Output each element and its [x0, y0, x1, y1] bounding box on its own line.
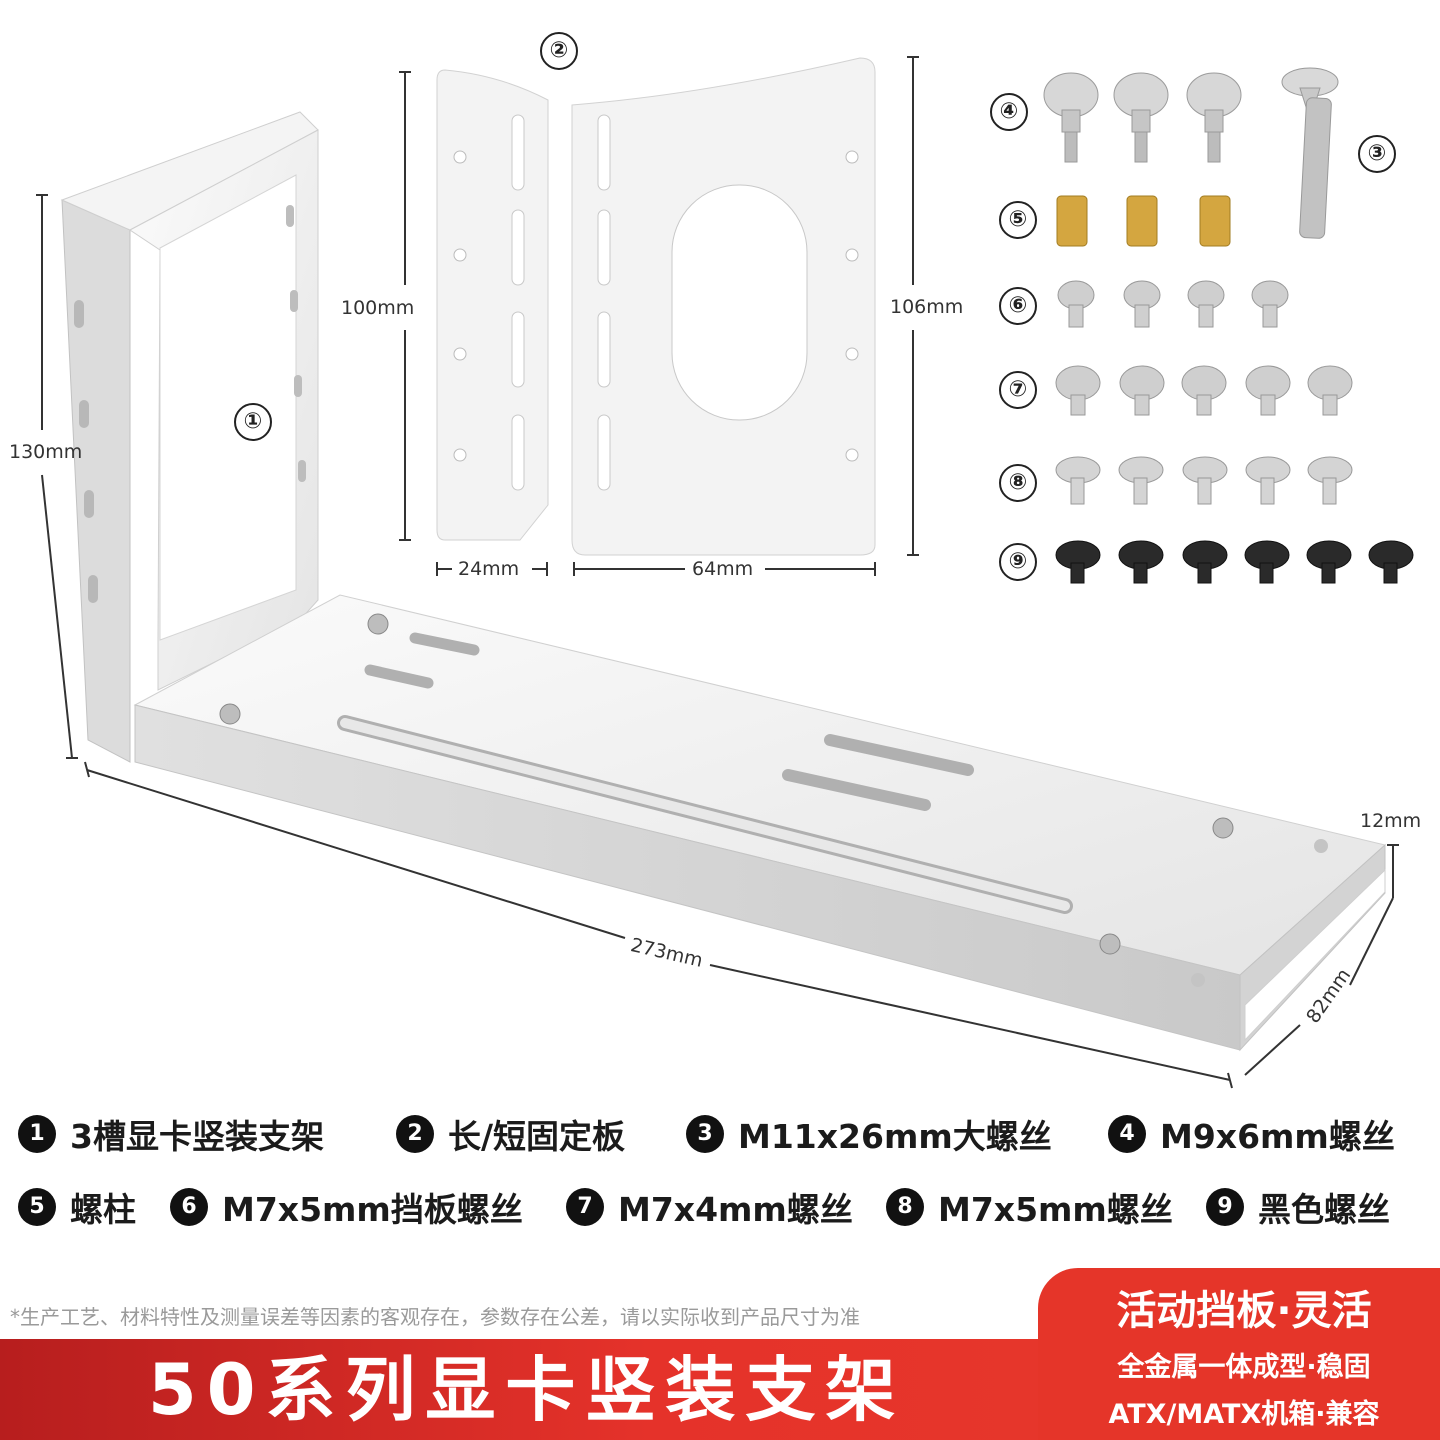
legend-number: 4 — [1108, 1115, 1146, 1153]
callout-9: ⑨ — [999, 543, 1037, 581]
feature-line-1: 活动挡板·灵活 — [1116, 1288, 1372, 1334]
legend-item-6: 6 M7x5mm挡板螺丝 — [170, 1183, 523, 1231]
short-plate-width-label: 64mm — [692, 558, 754, 580]
legend-number: 2 — [396, 1115, 434, 1153]
legend-number: 6 — [170, 1188, 208, 1226]
fixing-plates — [436, 57, 876, 556]
legend-number: 1 — [18, 1115, 56, 1153]
hardware-kit — [1043, 67, 1414, 584]
vertical-frame — [60, 111, 319, 763]
frame-height-label: 130mm — [9, 441, 83, 463]
callout-7: ⑦ — [999, 371, 1037, 409]
long-plate-height-label: 100mm — [341, 297, 415, 319]
callout-1: ① — [234, 403, 272, 441]
feature-line-3: ATX/MATX机箱·兼容 — [1108, 1399, 1380, 1430]
black-screw-icon — [1055, 540, 1414, 584]
brass-standoff-icon — [1056, 195, 1231, 247]
callout-6: ⑥ — [999, 287, 1037, 325]
washer-screw-icon — [1055, 456, 1353, 505]
legend-item-1: 1 3槽显卡竖装支架 — [18, 1110, 324, 1158]
tolerance-disclaimer: *生产工艺、材料特性及测量误差等因素的客观存在，参数存在公差，请以实际收到产品尺… — [10, 1305, 860, 1329]
legend-text: M7x4mm螺丝 — [618, 1190, 853, 1229]
legend-text: 黑色螺丝 — [1258, 1190, 1390, 1229]
callout-5: ⑤ — [999, 201, 1037, 239]
legend-text: 3槽显卡竖装支架 — [70, 1117, 324, 1156]
dimension-lines — [36, 56, 1399, 1089]
legend-item-4: 4 M9x6mm螺丝 — [1108, 1110, 1395, 1158]
legend-text: M11x26mm大螺丝 — [738, 1117, 1052, 1156]
legend-item-7: 7 M7x4mm螺丝 — [566, 1183, 853, 1231]
base-tray — [133, 594, 1387, 1052]
legend-text: M7x5mm螺丝 — [938, 1190, 1173, 1229]
thumb-screw-icon — [1186, 72, 1242, 163]
bracket-drawing — [36, 56, 1414, 1089]
thumb-screw-icon — [1113, 72, 1169, 163]
pan-head-screw-icon — [1057, 280, 1289, 328]
short-plate-height-label: 106mm — [890, 296, 964, 318]
legend-item-9: 9 黑色螺丝 — [1206, 1183, 1390, 1231]
legend-number: 5 — [18, 1188, 56, 1226]
product-headline: 50系列显卡竖装支架 — [148, 1349, 906, 1431]
legend-text: 长/短固定板 — [448, 1117, 626, 1156]
callout-3: ③ — [1358, 135, 1396, 173]
legend-item-8: 8 M7x5mm螺丝 — [886, 1183, 1173, 1231]
legend-item-2: 2 长/短固定板 — [396, 1110, 625, 1158]
legend-text: M9x6mm螺丝 — [1160, 1117, 1395, 1156]
thumb-screw-icon — [1043, 72, 1099, 163]
callout-4: ④ — [990, 93, 1028, 131]
feature-line-2: 全金属一体成型·稳固 — [1117, 1352, 1371, 1383]
base-thickness-label: 12mm — [1360, 810, 1422, 832]
legend-number: 3 — [686, 1115, 724, 1153]
legend-number: 7 — [566, 1188, 604, 1226]
callout-2: ② — [540, 32, 578, 70]
legend-number: 8 — [886, 1188, 924, 1226]
legend-text: M7x5mm挡板螺丝 — [222, 1190, 523, 1229]
legend-item-5: 5 螺柱 — [18, 1183, 136, 1231]
callout-8: ⑧ — [999, 464, 1037, 502]
feature-badge — [1038, 1268, 1440, 1440]
legend-text: 螺柱 — [70, 1190, 136, 1229]
large-screw-icon — [1281, 67, 1339, 239]
legend-item-3: 3 M11x26mm大螺丝 — [686, 1110, 1052, 1158]
hex-screw-icon — [1055, 365, 1353, 416]
long-plate-width-label: 24mm — [458, 558, 520, 580]
legend-number: 9 — [1206, 1188, 1244, 1226]
